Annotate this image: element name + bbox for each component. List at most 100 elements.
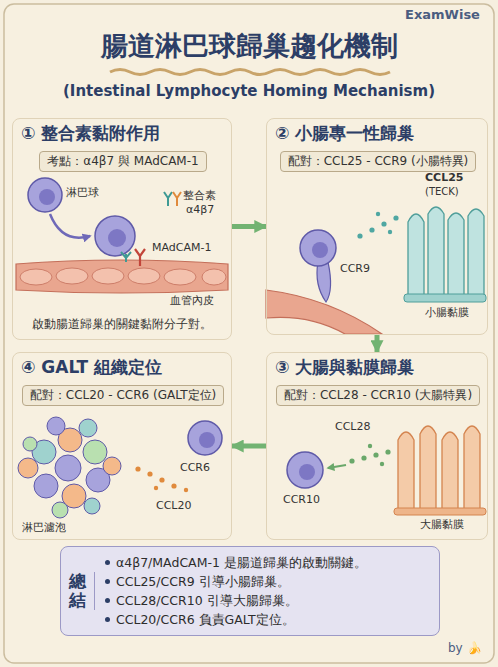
flow-arrow (232, 224, 266, 229)
drawing-circle (373, 452, 378, 457)
summary-box: 總結 α4β7/MAdCAM-1 是腸道歸巢的啟動關鍵。CCL25/CCR9 引導… (60, 546, 440, 636)
part-label: α4β7 (186, 203, 214, 216)
part-label: 整合素 (183, 189, 216, 202)
pairing-box: 配對：CCL20 - CCR6 (GALT定位) (22, 385, 224, 406)
bullet-dot (105, 617, 110, 622)
drawing-rect (394, 508, 486, 515)
drawing-path (121, 252, 131, 262)
drawing-circle (108, 229, 126, 247)
drawing-circle (39, 189, 55, 205)
panel-heading: ④ GALT 組織定位 (21, 357, 162, 378)
drawing-ellipse (92, 268, 124, 284)
drawing-path (173, 192, 181, 206)
summary-list: α4β7/MAdCAM-1 是腸道歸巢的啟動關鍵。CCL25/CCR9 引導小腸… (105, 553, 367, 629)
drawing-circle (349, 458, 354, 463)
summary-heading: 總結 (69, 572, 95, 609)
drawing-circle (154, 486, 158, 490)
drawing-path (398, 426, 480, 512)
drawing-circle (299, 464, 315, 480)
pairing-text: 配對：CCL20 - CCR6 (GALT定位) (30, 388, 216, 402)
drawing-circle (79, 419, 97, 437)
diagram-title: 腸道淋巴球歸巢趨化機制 (0, 30, 498, 62)
drawing-path (110, 70, 390, 75)
drawing-circle (184, 488, 188, 492)
drawing-circle (147, 471, 152, 476)
panel-caption: 啟動腸道歸巢的關鍵黏附分子對。 (13, 317, 231, 332)
part-label: by 🍌 (448, 641, 482, 655)
pairing-text: 配對：CCL28 - CCR10 (大腸特異) (284, 388, 472, 402)
drawing-circle (18, 458, 38, 478)
drawing-circle (28, 178, 62, 212)
drawing-circle (300, 230, 336, 266)
step-panel: ① 整合素黏附作用啟動腸道歸巢的關鍵黏附分子對。考點：α4β7 與 MAdCAM… (12, 118, 232, 340)
drawing-circle (47, 417, 65, 435)
drawing-path (164, 192, 172, 206)
part-label: CCR10 (283, 493, 320, 506)
part-label: 淋巴濾泡 (22, 521, 66, 534)
drawing-circle (385, 449, 390, 454)
part-label: 血管內皮 (170, 294, 214, 307)
drawing-circle (34, 474, 58, 498)
step-panel: ④ GALT 組織定位配對：CCL20 - CCR6 (GALT定位) (12, 352, 232, 540)
drawing-rect (4, 4, 494, 663)
pairing-text: 配對：CCL25 - CCR9 (小腸特異) (288, 154, 469, 168)
drawing-circle (83, 440, 107, 464)
drawing-circle (52, 502, 68, 518)
summary-item: α4β7/MAdCAM-1 是腸道歸巢的啟動關鍵。 (105, 553, 367, 572)
drawing-circle (55, 455, 81, 481)
drawing-g (357, 212, 398, 239)
drawing-circle (95, 216, 135, 256)
drawing-circle (368, 444, 372, 448)
drawing-circle (287, 452, 323, 488)
drawing-circle (380, 462, 384, 466)
part-label: 大腸黏膜 (420, 518, 464, 531)
part-label: CCL20 (156, 499, 192, 512)
drawing-circle (357, 233, 362, 238)
summary-item: CCL25/CCR9 引導小腸歸巢。 (105, 572, 367, 591)
drawing-ellipse (20, 269, 52, 285)
drawing-path (50, 214, 90, 238)
drawing-circle (103, 457, 121, 475)
drawing-circle (23, 437, 37, 451)
step-panel: ③ 大腸與黏膜歸巢配對：CCL28 - CCR10 (大腸特異) (266, 352, 488, 540)
bullet-dot (105, 598, 110, 603)
panel-heading: ③ 大腸與黏膜歸巢 (275, 357, 414, 378)
part-label: (TECK) (425, 186, 459, 198)
panel-heading: ② 小腸專一性歸巢 (275, 123, 414, 144)
summary-text: CCL25/CCR9 引導小腸歸巢。 (116, 572, 290, 591)
drawing-path (328, 465, 346, 468)
pairing-box: 配對：CCL28 - CCR10 (大腸特異) (276, 385, 480, 406)
drawing-circle (393, 215, 398, 220)
drawing-ellipse (202, 269, 226, 285)
part-label: MAdCAM-1 (152, 241, 211, 254)
drawing-circle (361, 455, 366, 460)
drawing-circle (199, 432, 215, 448)
brand-label: ExamWise (405, 7, 480, 23)
pairing-box: 考點：α4β7 與 MAdCAM-1 (39, 151, 206, 172)
flow-arrow (375, 335, 380, 352)
pairing-box: 配對：CCL25 - CCR9 (小腸特異) (280, 151, 477, 172)
drawing-circle (135, 466, 140, 471)
part-label: CCL28 (335, 420, 371, 433)
drawing-path (16, 260, 228, 293)
summary-item: CCL20/CCR6 負責GALT定位。 (105, 610, 367, 629)
drawing-circle (381, 221, 386, 226)
drawing-circle (84, 498, 100, 514)
drawing-ellipse (164, 269, 196, 285)
summary-text: CCL20/CCR6 負責GALT定位。 (116, 610, 295, 629)
drawing-ellipse (56, 268, 88, 284)
drawing-rect (404, 294, 486, 302)
bullet-dot (105, 579, 110, 584)
drawing-g (349, 444, 390, 466)
drawing-circle (388, 230, 392, 234)
step-panel: ② 小腸專一性歸巢配對：CCL25 - CCR9 (小腸特異) (266, 118, 488, 335)
part-label: CCL25 (425, 171, 463, 184)
drawing-circle (369, 227, 374, 232)
drawing-path (135, 249, 145, 266)
part-label: 小腸黏膜 (425, 306, 469, 319)
drawing-circle (159, 477, 164, 482)
drawing-path (317, 262, 331, 302)
summary-text: α4β7/MAdCAM-1 是腸道歸巢的啟動關鍵。 (116, 553, 367, 572)
part-label: CCR6 (180, 461, 210, 474)
